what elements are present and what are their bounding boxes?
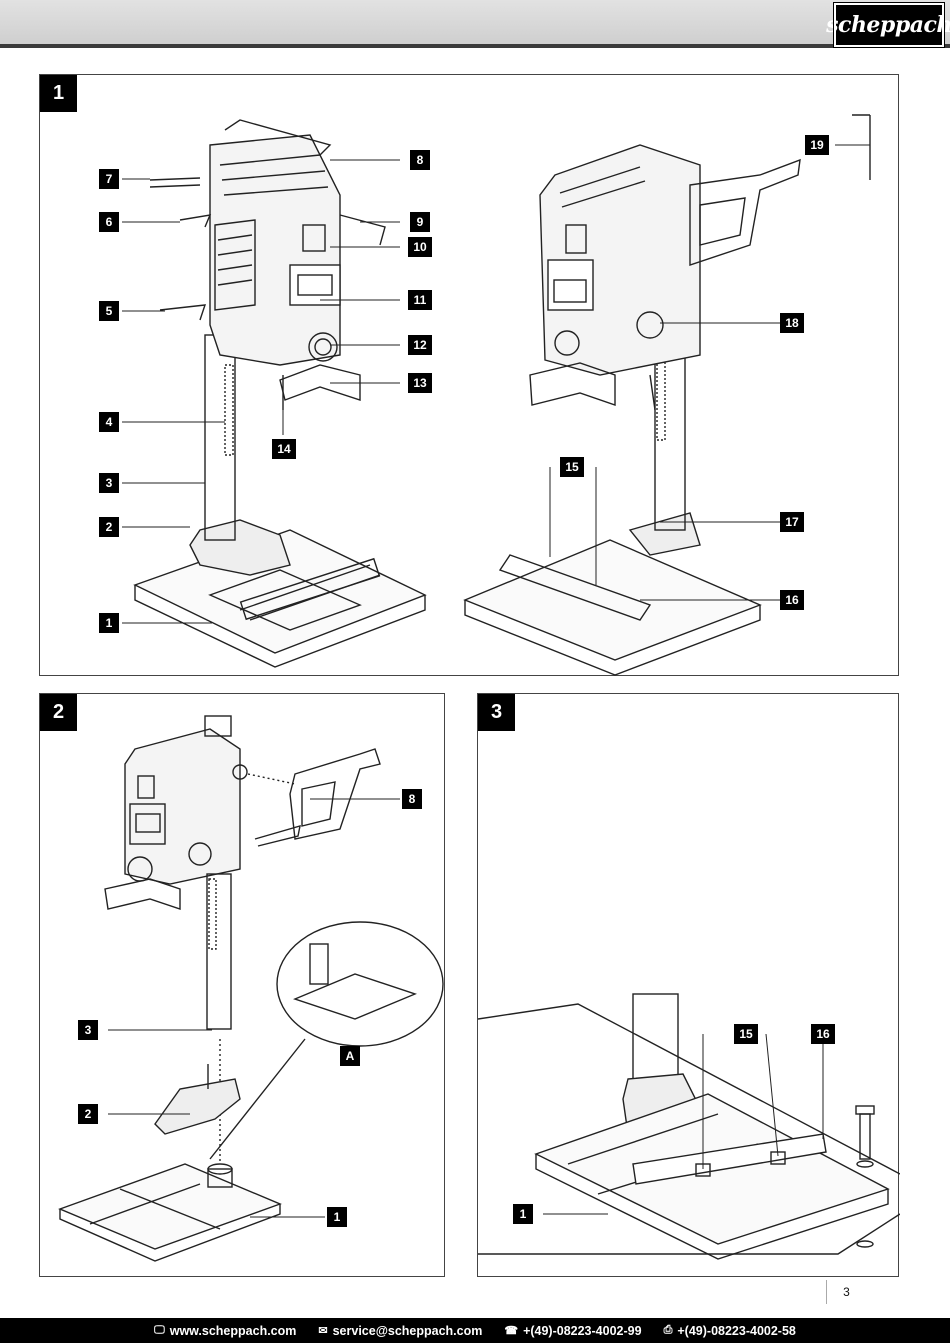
callout-1-label: 1 (106, 616, 113, 630)
fig2-callout-A-label: A (346, 1049, 355, 1063)
fig2-callout-2-label: 2 (85, 1107, 92, 1121)
figure-1-number: 1 (40, 75, 77, 112)
callout-19-label: 19 (810, 138, 824, 152)
callout-4-label: 4 (106, 415, 113, 429)
fig2-callout-1-label: 1 (334, 1210, 341, 1224)
header-bar: scheppach (0, 0, 950, 48)
callout-16-label: 16 (785, 593, 799, 607)
callout-17-label: 17 (785, 515, 799, 529)
website-text: www.scheppach.com (169, 1323, 297, 1338)
phone-icon: ☎ (504, 1325, 519, 1337)
callout-18-label: 18 (785, 316, 799, 330)
callout-6-label: 6 (106, 215, 113, 229)
page-number: 3 (826, 1280, 866, 1304)
callout-10-label: 10 (413, 240, 427, 254)
callout-15-label: 15 (565, 460, 579, 474)
callout-11-label: 11 (414, 293, 427, 307)
footer-bar: 🖵 www.scheppach.com ✉ service@scheppach.… (0, 1318, 950, 1343)
computer-icon: 🖵 (154, 1324, 165, 1336)
email-text: service@scheppach.com (332, 1323, 483, 1338)
callout-14-label: 14 (277, 442, 291, 456)
assembly-drawing-column-base: 8 3 2 1 A (58, 715, 444, 1262)
callout-8-label: 8 (417, 153, 424, 167)
callout-1 (99, 613, 119, 633)
phone-text: +(49)-08223-4002-99 (523, 1323, 642, 1338)
scheppach-logo: scheppach (826, 2, 950, 48)
fig3-callout-15-label: 15 (739, 1027, 753, 1041)
guide-fence-mounting-drawing: 15 16 1 (478, 993, 900, 1260)
fig3-callout-1-label: 1 (520, 1207, 527, 1221)
mail-icon: ✉ (318, 1325, 328, 1337)
figure-2-number: 2 (40, 694, 77, 731)
fig2-callout-3-label: 3 (85, 1023, 92, 1037)
fax-text: +(49)-08223-4002-58 (677, 1323, 796, 1338)
figure-3-number: 3 (478, 694, 515, 731)
figure-3-panel: 3 15 (477, 693, 900, 1277)
drill-stand-exploded-drawing: 1 2 3 4 5 6 7 8 9 10 11 12 13 1 (99, 114, 871, 676)
callout-7-label: 7 (106, 172, 113, 186)
footer-website[interactable]: 🖵 www.scheppach.com (154, 1324, 296, 1338)
fig3-callout-16-label: 16 (816, 1027, 830, 1041)
footer-email[interactable]: ✉ service@scheppach.com (318, 1324, 482, 1338)
figure-2-panel: 2 (39, 693, 445, 1277)
footer-phone: ☎ +(49)-08223-4002-99 (504, 1324, 641, 1338)
callout-9-label: 9 (417, 215, 424, 229)
footer-fax: ⎙ +(49)-08223-4002-58 (664, 1324, 796, 1338)
fig2-callout-8-label: 8 (409, 792, 416, 806)
figure-1-panel: 1 (39, 74, 899, 676)
callout-12-label: 12 (413, 338, 427, 352)
callout-2-label: 2 (106, 520, 113, 534)
callout-3-label: 3 (106, 476, 113, 490)
callout-13-label: 13 (413, 376, 427, 390)
callout-5-label: 5 (106, 304, 113, 318)
fax-icon: ⎙ (663, 1324, 673, 1336)
